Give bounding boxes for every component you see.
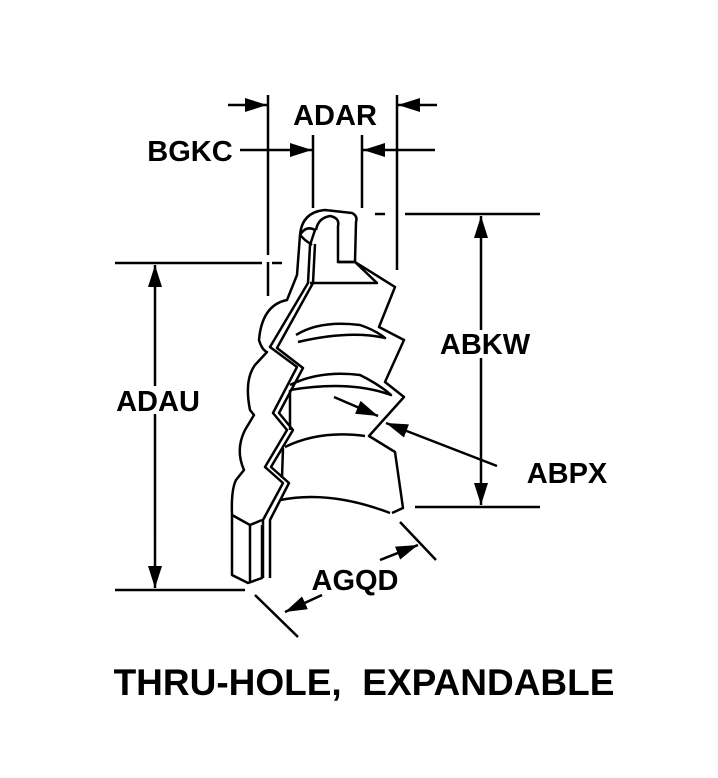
extension-lines	[115, 95, 540, 638]
label-agqd: AGQD	[312, 565, 399, 597]
drawing-title: THRU-HOLE, EXPANDABLE	[114, 662, 615, 703]
label-bgkc: BGKC	[147, 136, 232, 168]
anchor-part	[230, 208, 406, 585]
dimension-arrows	[148, 98, 498, 614]
label-adau: ADAU	[116, 386, 200, 418]
label-abkw: ABKW	[440, 329, 531, 361]
label-abpx: ABPX	[527, 458, 608, 490]
label-adar: ADAR	[293, 100, 377, 132]
